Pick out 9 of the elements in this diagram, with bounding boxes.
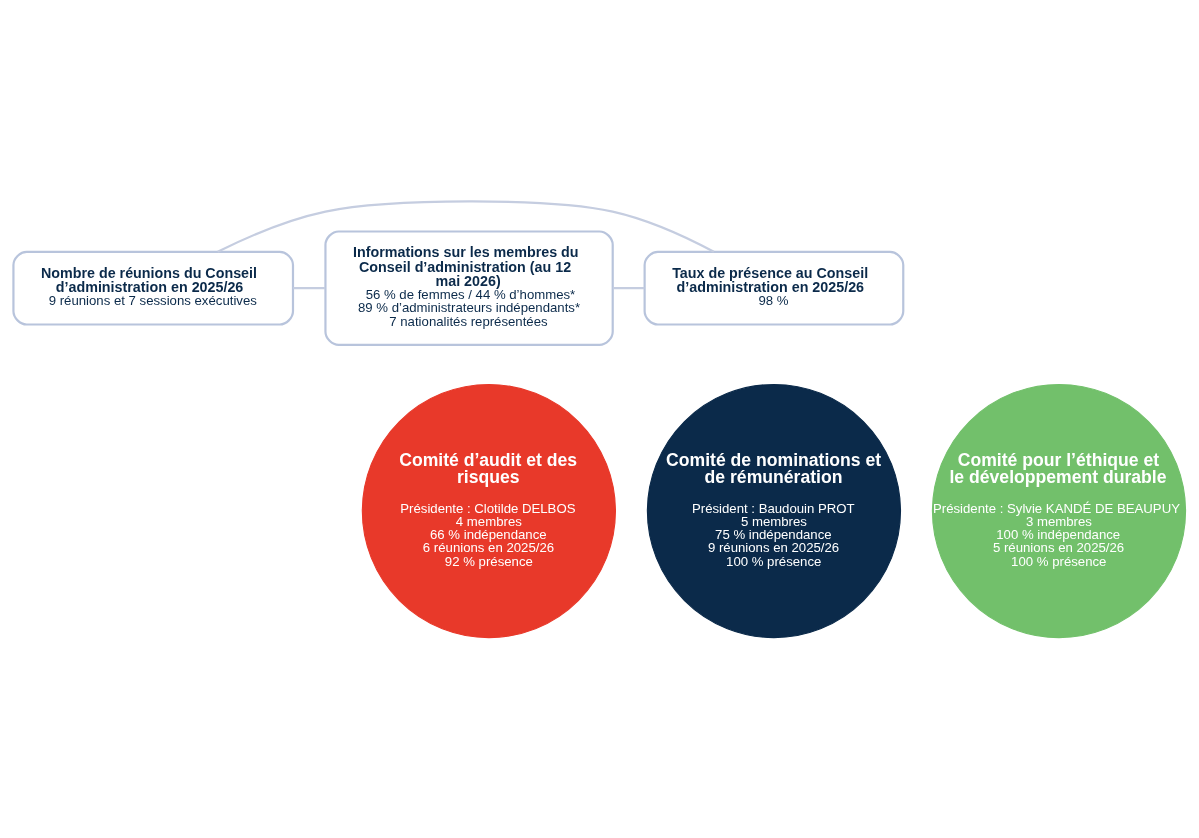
connector xyxy=(612,286,645,289)
connector xyxy=(217,199,715,253)
node-box: Informations sur les membres du Conseil d’administration (au 12 mai 2026) 56 % de femmes / 44 % d’hommes* 89 % d’administrateurs indépendants* 7 nationalités représentées xyxy=(324,229,614,346)
node-circle: Comité pour l’éthique et le développement durable Présidente : Sylvie KANDÉ DE BEAUPUY 3 membres 100 % indépendance 5 réunions en 2025/26 100 % présence xyxy=(931,383,1187,638)
connector xyxy=(293,286,326,289)
node-circle: Comité de nominations et de rémunération Président : Baudouin PROT 5 membres 75 % indépendance 9 réunions en 2025/26 100 % présence xyxy=(646,383,902,638)
node-box: Taux de présence au Conseil d’administration en 2025/26 98 % xyxy=(643,250,905,326)
node-box: Nombre de réunions du Conseil d’administration en 2025/26 9 réunions et 7 sessions exécutives xyxy=(12,250,295,326)
node-circle: Comité d’audit et des risques Présidente : Clotilde DELBOS 4 membres 66 % indépendance 6 réunions en 2025/26 92 % présence xyxy=(361,383,616,638)
